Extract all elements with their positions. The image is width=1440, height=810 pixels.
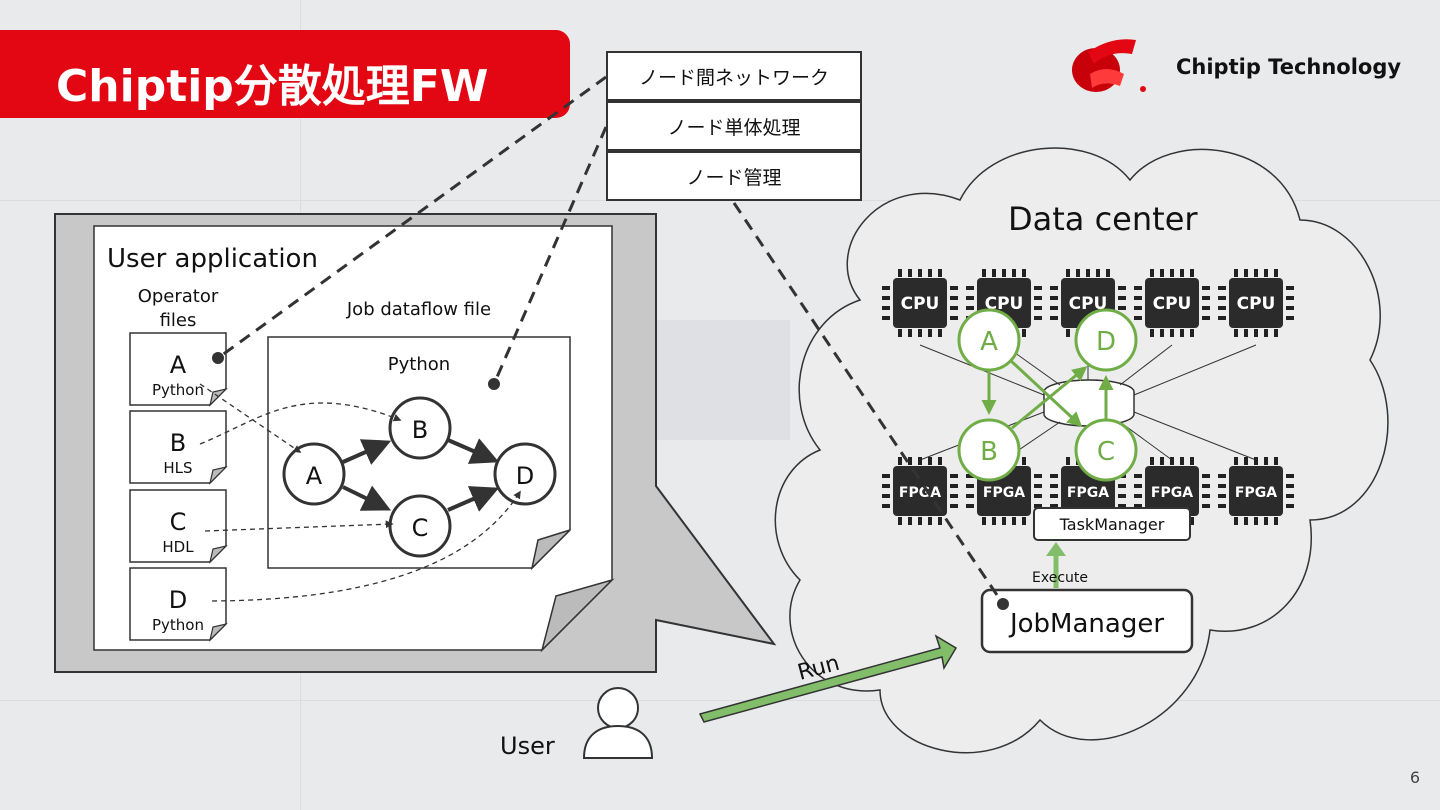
dataflow-node-a-label: A [306, 462, 323, 490]
fpga-chip-3-label: FPGA [1067, 485, 1109, 501]
cpu-chip-1-label: CPU [901, 294, 940, 314]
fpga-chip-2-label: FPGA [983, 485, 1025, 501]
cpu-chip-4-label: CPU [1153, 294, 1192, 314]
dataflow-page-curl [530, 529, 571, 571]
layer-node-processing: ノード単体処理 [606, 101, 862, 151]
dataflow-node-d: D [493, 442, 557, 506]
task-node-a-label: A [980, 327, 998, 357]
user-application-title: User application [107, 244, 318, 274]
operator-letter: B [170, 429, 186, 457]
layer-mapping-links [217, 75, 1005, 605]
layer-node-management: ノード管理 [606, 151, 862, 201]
link-dot-dataflow [488, 378, 500, 390]
dataflow-node-b-label: B [412, 416, 428, 444]
cpu-chip-5: CPU [1218, 269, 1294, 337]
user-icon [582, 687, 654, 759]
job-manager-box [980, 588, 1194, 654]
task-node-d-label: D [1096, 327, 1116, 357]
cpu-chip-5-label: CPU [1237, 294, 1276, 314]
operator-file-card-a: A Python [129, 332, 228, 407]
execute-label: Execute [1032, 570, 1088, 586]
dataflow-node-a: A [282, 442, 346, 506]
operator-lang: HDL [162, 538, 194, 556]
task-node-c: C [1074, 418, 1138, 482]
task-node-c-label: C [1097, 437, 1115, 467]
task-node-b: B [957, 418, 1021, 482]
execute-arrow-head [1046, 542, 1066, 556]
operator-files-label-line1: Operator [138, 286, 219, 307]
page-number: 6 [1409, 768, 1420, 787]
operator-letter: C [170, 508, 187, 536]
fpga-chip-5: FPGA [1218, 457, 1294, 525]
cpu-chip-4: CPU [1134, 269, 1210, 337]
slide-title: Chiptip分散処理FW [56, 61, 489, 112]
operator-file-card-c: C HDL [129, 489, 228, 564]
dataflow-graph-edges [342, 438, 500, 512]
user-label: User [500, 732, 555, 760]
operator-file-card-b: B HLS [129, 410, 228, 485]
fpga-chip-4-label: FPGA [1151, 485, 1193, 501]
task-manager-box [1033, 507, 1191, 541]
operator-lang: Python [152, 381, 204, 399]
operator-files-label-line2: files [160, 310, 197, 331]
layer-network: ノード間ネットワーク [606, 51, 862, 101]
task-node-d: D [1074, 308, 1138, 372]
fpga-chip-5-label: FPGA [1235, 485, 1277, 501]
fpga-chip-1: FPGA [882, 457, 958, 525]
brand-logo-icon [1072, 39, 1146, 92]
task-graph-edges [981, 358, 1114, 430]
dataflow-node-d-label: D [516, 462, 534, 490]
brand-name: Chiptip Technology [1176, 55, 1402, 79]
operator-lang: Python [152, 616, 204, 634]
job-manager-label: JobManager [1008, 609, 1164, 639]
operator-mapping-links [199, 383, 521, 602]
dataflow-lang: Python [388, 354, 450, 375]
title-banner [0, 30, 570, 118]
cpu-chip-3-label: CPU [1069, 294, 1108, 314]
run-arrow [698, 634, 958, 723]
page-curl [540, 578, 615, 653]
fpga-chip-1-label: FPGA [899, 485, 941, 501]
dataflow-node-b: B [388, 396, 452, 460]
background-trace [0, 700, 1440, 701]
task-node-a: A [957, 308, 1021, 372]
link-dot-operator-a [212, 352, 224, 364]
operator-letter: D [169, 586, 187, 614]
operator-letter: A [170, 351, 187, 379]
dataflow-node-c: C [388, 494, 452, 558]
datacenter-title: Data center [1008, 200, 1198, 238]
dataflow-node-c-label: C [412, 514, 429, 542]
operator-lang: HLS [163, 459, 192, 477]
background-chip-decoration [640, 320, 790, 440]
dataflow-file-label: Job dataflow file [346, 299, 491, 320]
cpu-chip-1: CPU [882, 269, 958, 337]
operator-file-card-d: D Python [129, 567, 228, 642]
task-node-b-label: B [980, 437, 998, 467]
task-manager-label: TaskManager [1059, 515, 1165, 534]
link-dot-jobmanager [997, 598, 1009, 610]
